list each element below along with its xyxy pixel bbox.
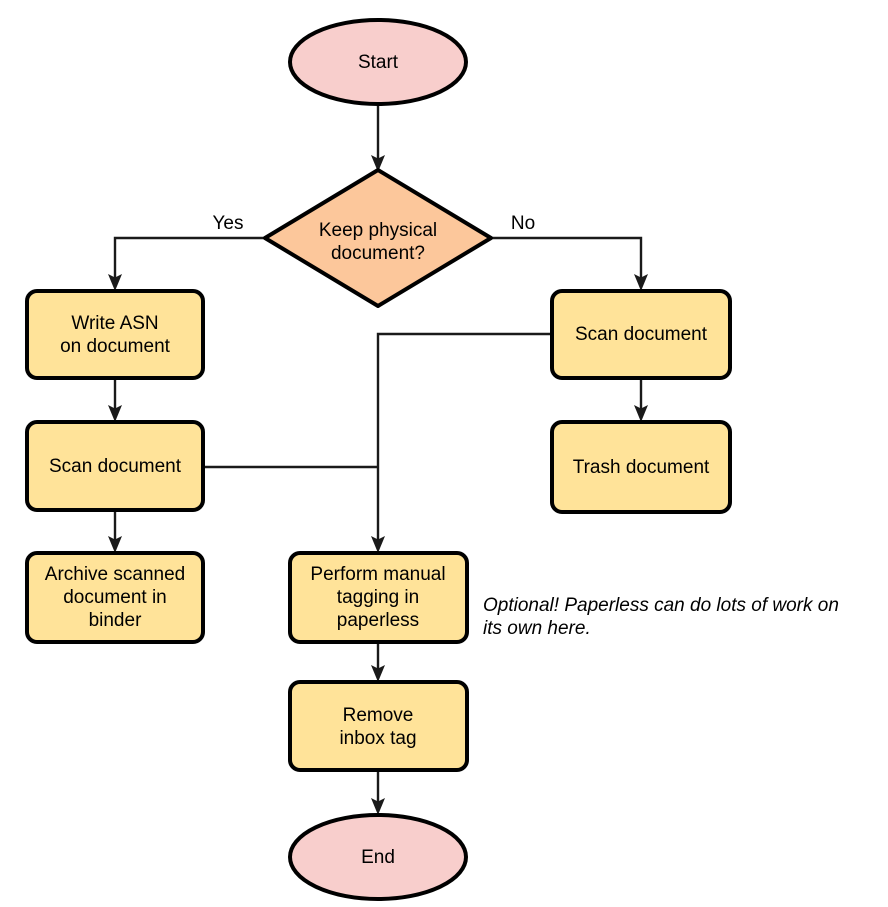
start-ellipse-shape (288, 18, 468, 106)
node-trash-document[interactable]: Trash document (550, 420, 732, 514)
node-archive-label-line1: Archive scanned (45, 564, 185, 585)
annotation-line1: Optional! Paperless can do lots of work … (483, 595, 839, 616)
edge-tagging-to-remove-inbox (371, 642, 385, 682)
node-decision-keep-physical-document[interactable]: Keep physical document? (263, 168, 493, 308)
edge-decision-yes-to-write-asn (108, 236, 265, 291)
node-remove-inbox-tag[interactable]: Remove inbox tag (288, 680, 469, 772)
edge-scan-right-to-tagging (371, 332, 552, 553)
write-asn-rect-shape (25, 289, 205, 380)
annotation-line2: its own here. (483, 618, 591, 639)
node-archive-scanned-document-in-binder[interactable]: Archive scanned document in binder (25, 551, 205, 644)
node-archive-label-line3: binder (89, 610, 142, 631)
node-tagging-label-line1: Perform manual (310, 564, 445, 585)
edge-write-asn-to-scan-left (108, 378, 122, 422)
tagging-rect-shape (288, 551, 469, 644)
remove-inbox-rect-shape (288, 680, 469, 772)
annotation-optional-note: Optional! Paperless can do lots of work … (483, 595, 839, 639)
node-tagging-label-line2: tagging in (337, 587, 419, 608)
node-write-asn-label-line2: on document (60, 336, 171, 357)
node-remove-inbox-label-line1: Remove (343, 705, 414, 726)
node-write-asn-label-line1: Write ASN (71, 313, 158, 334)
node-start[interactable]: Start (288, 18, 468, 106)
node-archive-label-line2: document in (63, 587, 167, 608)
scan-right-rect-shape (550, 289, 732, 380)
decision-diamond-shape (263, 168, 493, 308)
node-scan-document-right-label: Scan document (575, 324, 708, 345)
node-write-asn-on-document[interactable]: Write ASN on document (25, 289, 205, 380)
node-end-label: End (361, 847, 395, 868)
edge-label-yes: Yes (213, 213, 244, 234)
archive-rect-shape (25, 551, 205, 644)
node-scan-document-right[interactable]: Scan document (550, 289, 732, 380)
node-scan-document-left[interactable]: Scan document (25, 420, 205, 512)
node-decision-label-line1: Keep physical (319, 220, 437, 241)
node-end[interactable]: End (288, 813, 468, 901)
node-decision-label-line2: document? (331, 243, 425, 264)
edge-label-no: No (511, 213, 535, 234)
edge-start-to-decision (371, 104, 385, 172)
scan-left-rect-shape (25, 420, 205, 512)
node-start-label: Start (358, 52, 399, 73)
node-remove-inbox-label-line2: inbox tag (339, 728, 416, 749)
edge-scan-left-to-archive (108, 510, 122, 553)
node-perform-manual-tagging[interactable]: Perform manual tagging in paperless (288, 551, 469, 644)
edge-remove-inbox-to-end (371, 770, 385, 815)
edge-decision-no-to-scan-right (491, 236, 648, 291)
node-trash-document-label: Trash document (573, 457, 710, 478)
edge-scan-right-to-trash (634, 378, 648, 422)
node-scan-document-left-label: Scan document (49, 456, 182, 477)
node-tagging-label-line3: paperless (337, 610, 419, 631)
trash-rect-shape (550, 420, 732, 514)
end-ellipse-shape (288, 813, 468, 901)
